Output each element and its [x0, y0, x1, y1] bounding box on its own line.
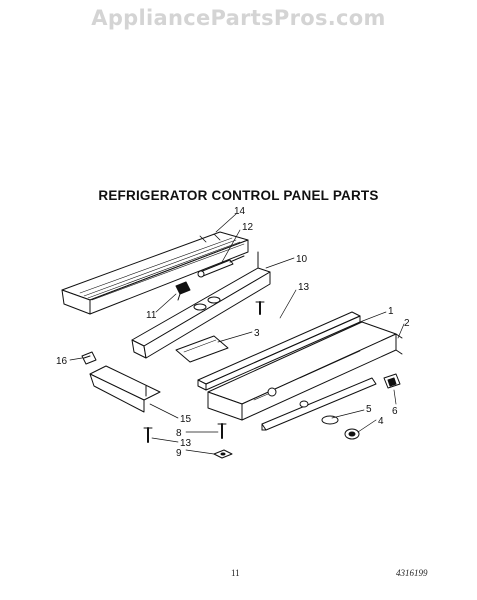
callout-6: 6 [392, 406, 398, 417]
diagram-title: REFRIGERATOR CONTROL PANEL PARTS [98, 188, 379, 203]
callout-2: 2 [404, 318, 410, 329]
callout-labels: 14 12 10 11 13 1 3 2 16 5 4 6 15 8 13 9 [56, 206, 410, 459]
part-12-sensor[interactable] [197, 255, 245, 278]
callout-13-upper: 13 [298, 282, 310, 293]
callout-5: 5 [366, 404, 372, 415]
part-2-end-cap[interactable] [395, 333, 403, 355]
callout-10: 10 [296, 254, 308, 265]
document-number: 4316199 [396, 568, 428, 578]
callout-4: 4 [378, 416, 384, 427]
part-15-lower-bracket[interactable] [89, 365, 161, 413]
callout-12: 12 [242, 222, 254, 233]
callout-1: 1 [388, 306, 394, 317]
part-13-screw-upper[interactable] [255, 301, 265, 315]
part-10-bracket[interactable] [131, 251, 271, 359]
part-9-nut[interactable] [213, 449, 233, 459]
part-7-strip[interactable] [197, 311, 361, 391]
part-4-knob[interactable] [344, 428, 360, 440]
callout-3: 3 [254, 328, 260, 339]
callout-16: 16 [56, 356, 68, 367]
callout-9: 9 [176, 448, 182, 459]
callout-14: 14 [234, 206, 246, 217]
part-3-label[interactable] [175, 335, 229, 363]
part-5-washer[interactable] [299, 400, 339, 425]
part-16-clip[interactable] [81, 351, 97, 365]
callout-15: 15 [180, 414, 192, 425]
callout-13-lower: 13 [180, 438, 192, 449]
part-13-screw-lower[interactable] [143, 427, 153, 443]
part-6-switch[interactable] [383, 373, 401, 389]
page-number: 11 [231, 568, 240, 578]
watermark-logo: AppliancePartsPros.com [91, 6, 386, 30]
callout-11: 11 [146, 310, 157, 321]
leader-lines [69, 213, 405, 455]
front-face-strip[interactable] [261, 377, 377, 431]
part-8-screw[interactable] [217, 423, 227, 439]
part-14-top-trim[interactable] [61, 231, 249, 315]
part-1-control-panel[interactable] [207, 321, 397, 421]
part-11-clip[interactable] [175, 281, 191, 301]
callout-8: 8 [176, 428, 182, 439]
